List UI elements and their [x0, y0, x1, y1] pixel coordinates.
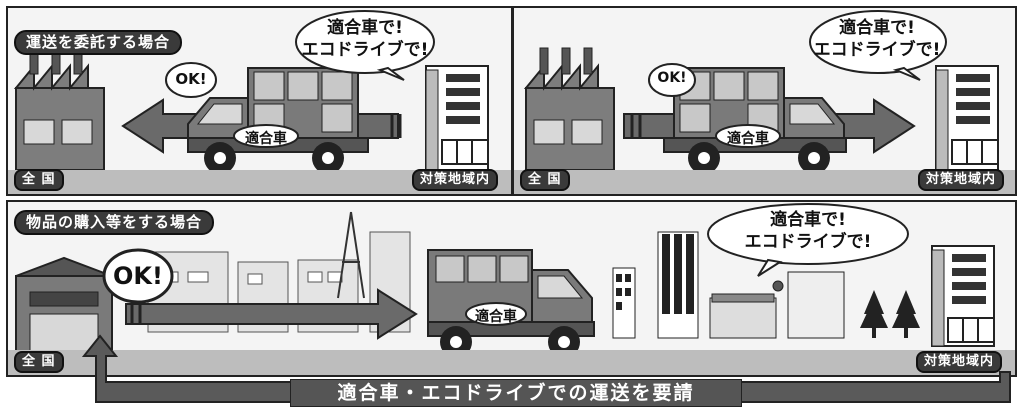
truck-icon — [427, 249, 595, 358]
tag-nationwide: 全 国 — [14, 169, 64, 191]
speech-bubble — [295, 10, 435, 81]
bubble-line-2: エコドライブで! — [301, 40, 429, 60]
tag-target-area: 対策地域内 — [918, 169, 1005, 191]
tag-nationwide: 全 国 — [14, 351, 64, 373]
factory-icon — [13, 47, 105, 171]
ok-label: OK! — [175, 70, 207, 88]
tag-target-area: 対策地域内 — [412, 169, 499, 191]
truck-label: 適合車 — [727, 131, 769, 147]
ok-bubble — [102, 248, 174, 304]
ok-bubble — [648, 63, 696, 97]
ok-label: OK! — [657, 70, 687, 86]
panel-outsourcing-right: 適合車で! エコドライブで! OK! 適合車 全 国 対策地域内 — [512, 6, 1017, 196]
bubble-line-2: エコドライブで! — [813, 40, 941, 60]
request-banner: 適合車・エコドライブでの運送を要請 — [290, 379, 742, 407]
building-icon — [935, 65, 999, 171]
speech-bubble — [707, 203, 909, 277]
heading-outsourcing: 運送を委託する場合 — [14, 30, 183, 55]
speech-bubble — [809, 10, 947, 81]
ok-bubble — [165, 62, 217, 98]
delivery-arrow-right — [125, 288, 418, 340]
city-buildings-icon — [612, 231, 920, 339]
truck-icon — [663, 67, 847, 174]
tag-nationwide: 全 国 — [520, 169, 570, 191]
tower-icon — [337, 211, 365, 299]
bubble-line-1: 適合車で! — [770, 210, 846, 230]
heading-purchasing: 物品の購入等をする場合 — [14, 210, 215, 235]
scene-illustration — [514, 10, 1015, 194]
panel-outsourcing-left: 運送を委託する場合 適合車で! エコドライブで! OK! 適合車 全 国 対策地… — [6, 6, 513, 196]
building-icon — [425, 65, 489, 171]
bubble-line-1: 適合車で! — [327, 18, 403, 38]
factory-icon — [523, 47, 615, 171]
ok-label: OK! — [113, 262, 163, 290]
bubble-line-2: エコドライブで! — [744, 232, 872, 252]
truck-label: 適合車 — [475, 309, 517, 325]
truck-icon — [187, 67, 369, 174]
building-icon — [931, 245, 995, 347]
truck-label: 適合車 — [245, 131, 287, 147]
tag-target-area: 対策地域内 — [916, 351, 1003, 373]
warehouse-icon — [15, 256, 113, 363]
bubble-line-1: 適合車で! — [839, 18, 915, 38]
panel-purchasing: 物品の購入等をする場合 適合車で! エコドライブで! OK! 適合車 全 国 対… — [6, 200, 1017, 377]
